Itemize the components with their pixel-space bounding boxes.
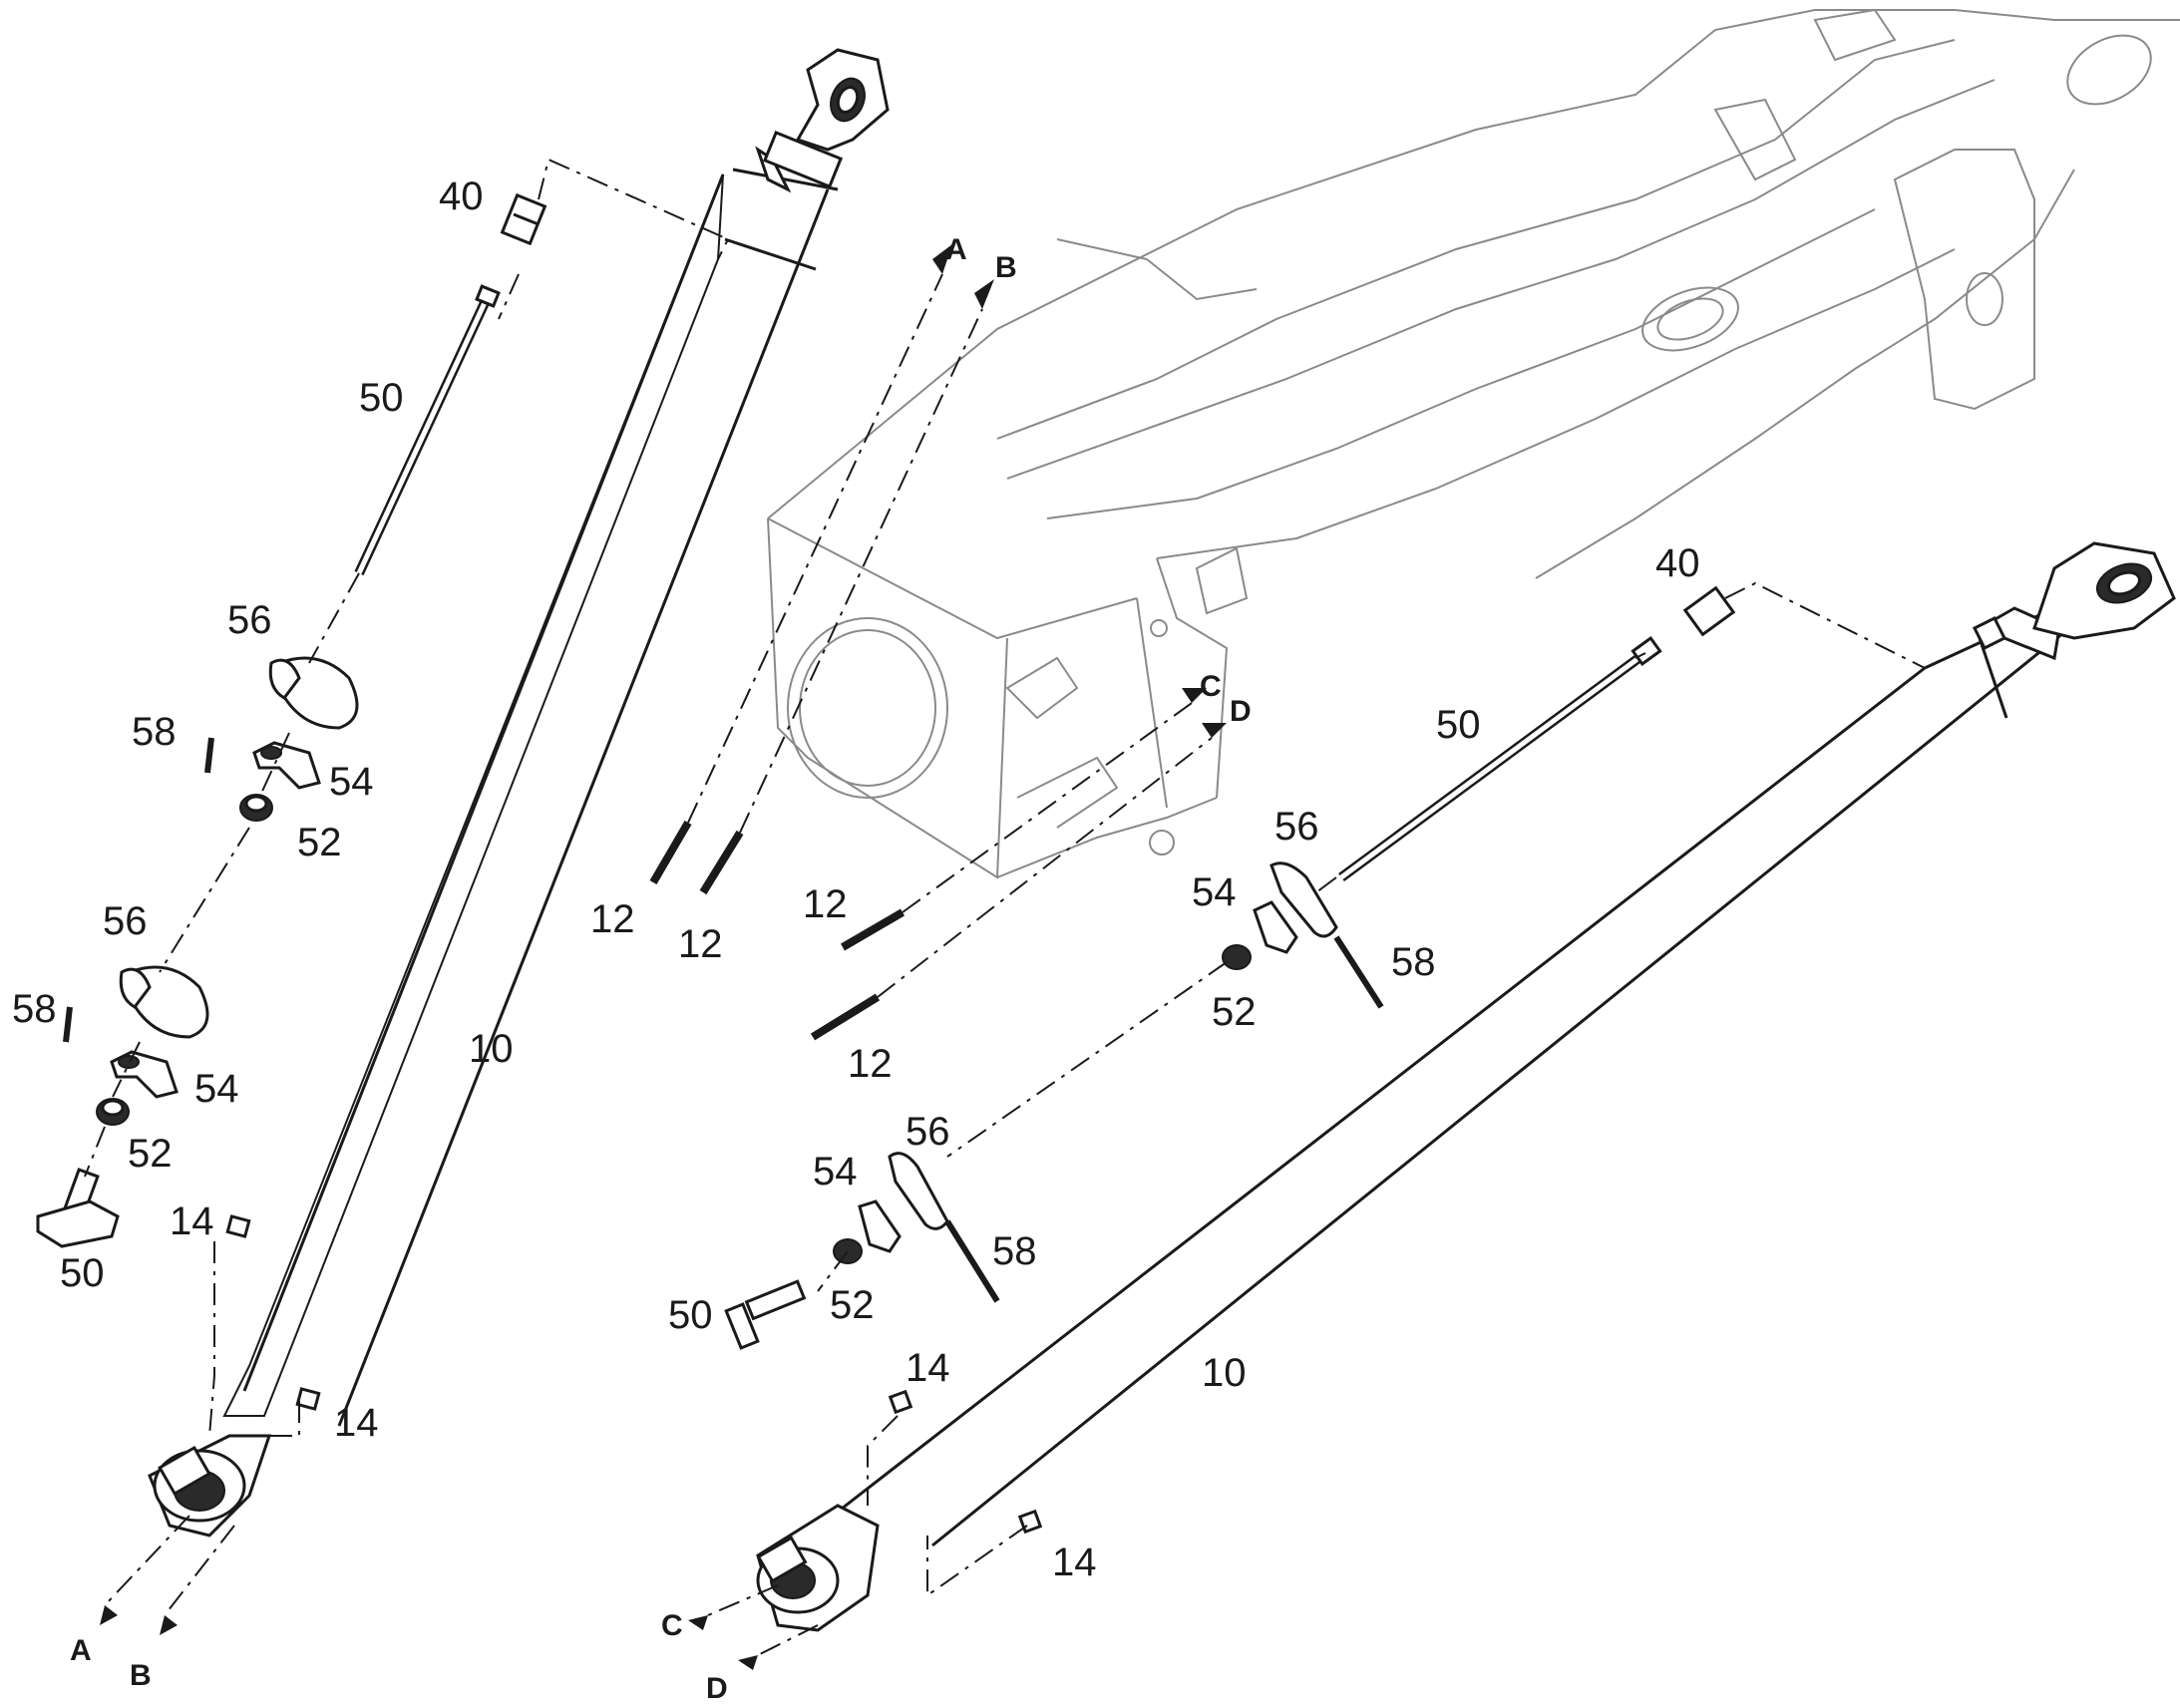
callout-54-right-upper: 54 [1192, 870, 1237, 914]
connection-letters: A B C D A B C D [70, 233, 1252, 1705]
callout-14-left-lower: 14 [334, 1401, 379, 1445]
letter-d-top: D [1230, 695, 1252, 728]
callout-58-left-lower: 58 [12, 987, 57, 1031]
callout-40-right: 40 [1655, 541, 1700, 585]
callout-50-right-rod: 50 [1436, 703, 1481, 747]
letter-c-bottom: C [661, 1609, 683, 1642]
callout-54-left-lower: 54 [194, 1067, 239, 1111]
callout-58-right-upper: 58 [1391, 940, 1436, 984]
grease-fitting-14-left [225, 1214, 321, 1411]
callout-10-right: 10 [1202, 1351, 1247, 1395]
callout-58-right-lower: 58 [992, 1229, 1037, 1273]
callout-52-right-lower: 52 [830, 1283, 875, 1327]
callout-14-right-upper: 14 [906, 1346, 950, 1390]
bushing-52-left-upper [239, 794, 273, 822]
callout-56-left-upper: 56 [227, 598, 272, 642]
chassis-frame [767, 8, 2180, 879]
callout-40-left: 40 [439, 174, 484, 218]
connection-arrowheads [100, 244, 1227, 1670]
bracket-54-right-upper [1253, 900, 1298, 954]
grease-fitting-14-right [888, 1389, 1043, 1535]
callout-50-left-rod: 50 [359, 376, 404, 420]
bracket-54-left-upper [252, 741, 321, 790]
bolt-58-left-upper [204, 737, 214, 774]
callout-52-left-upper: 52 [297, 821, 342, 864]
letter-b-top: B [995, 251, 1017, 284]
fitting-40-right [1682, 585, 1736, 637]
t-bolt-50-left [36, 1168, 120, 1248]
callout-58-left-upper: 58 [132, 710, 177, 754]
bushing-52-right-upper [1222, 944, 1252, 970]
callout-56-right-upper: 56 [1274, 805, 1319, 849]
callout-12-d: 12 [848, 1042, 893, 1086]
clamp-56-left-upper [268, 656, 359, 730]
callout-54-right-lower: 54 [813, 1150, 858, 1194]
t-bolt-50-right [724, 1279, 807, 1350]
hydraulic-cylinder-left [148, 48, 890, 1537]
callout-56-left-lower: 56 [103, 899, 148, 943]
letter-a-top: A [945, 233, 967, 266]
letter-b-bottom: B [130, 1659, 152, 1692]
callout-50-left-bolt: 50 [60, 1251, 105, 1295]
bracket-54-left-lower [110, 1050, 179, 1099]
callout-14-left-upper: 14 [170, 1199, 214, 1243]
callout-56-right-lower: 56 [906, 1110, 950, 1154]
clamp-56-right-upper [1270, 861, 1338, 938]
rod-50-left [354, 284, 501, 576]
rod-50-right [1338, 635, 1662, 882]
hydraulic-cylinder-right [756, 541, 2176, 1632]
letter-c-top: C [1200, 670, 1222, 703]
callout-52-left-lower: 52 [128, 1132, 173, 1176]
bolt-58-right-upper [1333, 935, 1384, 1009]
bolt-58-right-lower [944, 1219, 1000, 1303]
bolt-12-set [649, 820, 906, 1041]
bushing-52-left-lower [96, 1098, 130, 1126]
bolt-58-left-lower [63, 1006, 73, 1043]
letter-a-bottom: A [70, 1634, 92, 1667]
callout-54-left-upper: 54 [329, 760, 374, 804]
leader-lines [84, 158, 1926, 1656]
callout-14-right-lower: 14 [1052, 1540, 1097, 1584]
callout-labels: 40 50 56 58 54 52 56 58 54 52 50 14 14 1… [12, 174, 1700, 1584]
callout-10-left: 10 [469, 1027, 514, 1071]
clamp-56-left-lower [119, 965, 209, 1039]
callout-50-right-bolt: 50 [668, 1293, 713, 1337]
callout-12-a: 12 [590, 897, 635, 941]
callout-12-b: 12 [678, 922, 723, 966]
letter-d-bottom: D [706, 1672, 728, 1705]
bracket-54-right-lower [858, 1199, 902, 1253]
callout-52-right-upper: 52 [1212, 990, 1257, 1034]
fitting-40-left [500, 192, 547, 246]
callout-12-c: 12 [803, 882, 848, 926]
clamp-56-right-lower [888, 1152, 949, 1230]
